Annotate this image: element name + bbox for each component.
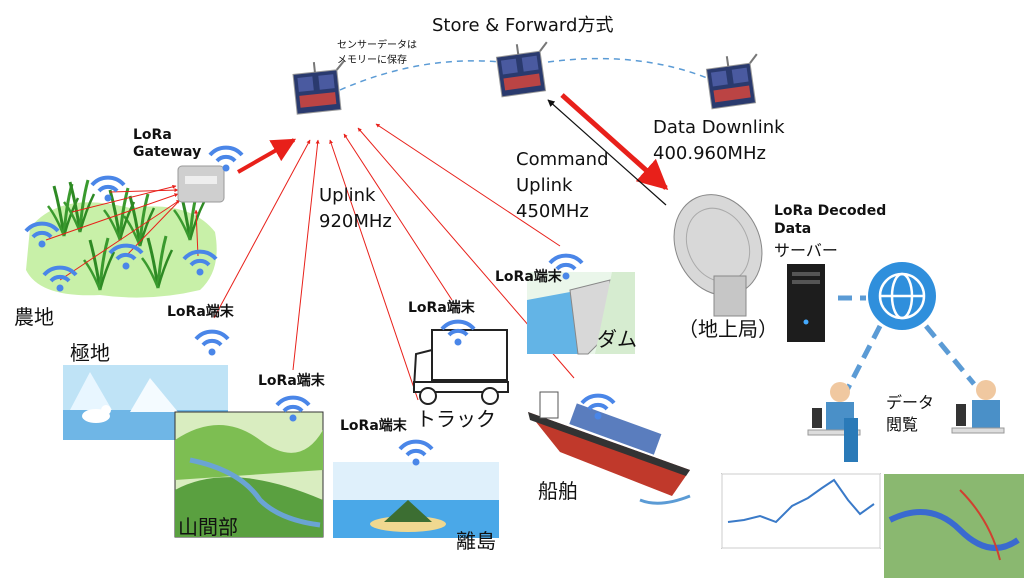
place-farm: 農地 (14, 305, 54, 329)
note-line-2: メモリーに保存 (337, 55, 407, 66)
terminal-label-truck: LoRa端末 (408, 300, 475, 316)
wifi-icon (194, 329, 230, 358)
globe-icon (868, 262, 936, 330)
note-line-1: センサーデータは (337, 40, 417, 51)
viewing-label-2: 閲覧 (886, 415, 919, 434)
terminal-label-island: LoRa端末 (340, 418, 407, 434)
sat-link-1 (339, 60, 501, 91)
viewing-label-1: データ (886, 393, 935, 412)
terminal-label-polar: LoRa端末 (167, 304, 234, 320)
server-icon (787, 264, 825, 342)
uplink-freq: 920MHz (319, 211, 392, 232)
server-label-2: Data (774, 221, 812, 237)
satellite-icon (704, 51, 765, 110)
place-ship: 船舶 (538, 479, 578, 503)
command-uplink-arrow (547, 99, 667, 206)
downlink-arrow (560, 93, 669, 190)
satellite-icon (290, 58, 350, 116)
command-label-1: Command (516, 149, 609, 170)
place-dam: ダム (597, 327, 637, 351)
place-truck: トラック (416, 407, 496, 431)
map-thumbnail (884, 474, 1024, 578)
place-polar: 極地 (70, 341, 110, 365)
user-icon (807, 382, 861, 462)
command-freq: 450MHz (516, 201, 589, 222)
terminal-label-mountain: LoRa端末 (258, 373, 325, 389)
dish-antenna-icon (673, 194, 763, 317)
gateway-label-1: LoRa (133, 127, 172, 143)
farm-links (45, 184, 199, 281)
sat-link-2 (547, 57, 713, 81)
ship-icon (528, 391, 691, 505)
truck-icon (412, 329, 509, 405)
gateway-icon (177, 165, 225, 203)
wifi-icon (398, 439, 434, 468)
gateway-uplink-arrow (237, 138, 297, 174)
mountain-image (174, 411, 324, 538)
server-label-3: サーバー (774, 241, 838, 260)
network-links (838, 295, 976, 394)
terminal-label-dam: LoRa端末 (495, 269, 562, 285)
downlink-label: Data Downlink (653, 117, 785, 138)
satellite-icon (494, 39, 555, 98)
server-label-1: LoRa Decoded (774, 203, 887, 219)
chart-thumbnail (721, 473, 881, 549)
dam-image (527, 272, 635, 355)
downlink-freq: 400.960MHz (653, 143, 766, 164)
ground-station-label: （地上局） (678, 317, 778, 341)
place-island: 離島 (456, 529, 496, 553)
command-label-2: Uplink (516, 175, 573, 196)
title: Store & Forward方式 (432, 15, 614, 36)
user-icon (951, 380, 1005, 434)
gateway-label-2: Gateway (133, 144, 202, 160)
island-image (333, 462, 499, 538)
uplink-label: Uplink (319, 185, 376, 206)
place-mountain: 山間部 (178, 515, 238, 539)
